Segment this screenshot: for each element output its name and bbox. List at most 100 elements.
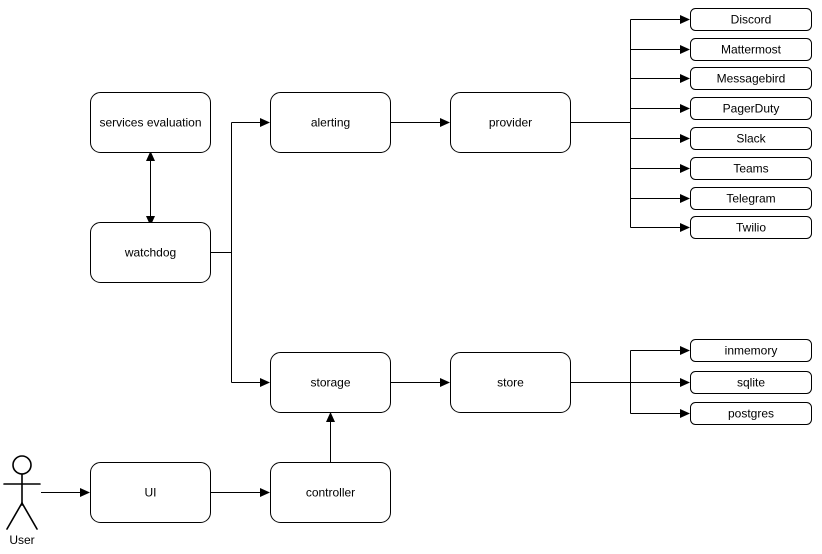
edge-watchdog-storage — [231, 378, 270, 387]
actor-user: User — [3, 455, 41, 547]
leaf-node-telegram[interactable]: Telegram — [690, 187, 812, 210]
leaf-node-slack-box[interactable] — [690, 127, 812, 150]
arrow-head-up-icon — [146, 151, 155, 161]
node-store[interactable]: store — [450, 352, 571, 413]
provider-list: Discord Mattermost Messagebird PagerDuty… — [690, 8, 812, 239]
node-controller-label: controller — [306, 486, 355, 500]
arrow-head-down-icon — [146, 216, 155, 226]
arrow-head-right-icon — [440, 378, 450, 387]
leaf-node-twilio[interactable]: Twilio — [690, 216, 812, 239]
leaf-node-messagebird[interactable]: Messagebird — [690, 67, 812, 90]
leaf-node-pagerduty[interactable]: PagerDuty — [690, 97, 812, 120]
leaf-node-pagerduty-label: PagerDuty — [723, 102, 780, 116]
node-services-evaluation-box[interactable] — [90, 92, 211, 153]
edge-watchdog-services-evaluation — [146, 151, 155, 226]
edge-store-sqlite — [630, 378, 690, 387]
leaf-node-teams[interactable]: Teams — [690, 157, 812, 180]
edge-provider-messagebird — [630, 74, 690, 83]
arrow-head-right-icon — [680, 409, 690, 418]
leaf-node-pagerduty-box[interactable] — [690, 97, 812, 120]
leaf-node-sqlite[interactable]: sqlite — [690, 371, 812, 394]
edge-watchdog-alerting — [231, 118, 270, 127]
node-provider-label: provider — [489, 116, 532, 130]
actor-head-icon — [12, 455, 32, 475]
node-storage-box[interactable] — [270, 352, 391, 413]
arrow-head-right-icon — [680, 223, 690, 232]
node-ui[interactable]: UI — [90, 462, 211, 523]
node-provider-box[interactable] — [450, 92, 571, 153]
node-watchdog-label: watchdog — [124, 246, 176, 260]
leaf-node-mattermost[interactable]: Mattermost — [690, 38, 812, 61]
node-store-box[interactable] — [450, 352, 571, 413]
edge-store-spine — [570, 350, 631, 414]
leaf-node-slack-label: Slack — [736, 132, 766, 146]
leaf-node-discord-box[interactable] — [690, 8, 812, 31]
node-controller-box[interactable] — [270, 462, 391, 523]
arrow-head-right-icon — [80, 488, 90, 497]
leaf-node-mattermost-box[interactable] — [690, 38, 812, 61]
edge-user-ui — [41, 488, 90, 497]
edge-provider-mattermost — [630, 45, 690, 54]
node-provider[interactable]: provider — [450, 92, 571, 153]
arrow-head-right-icon — [680, 378, 690, 387]
edge-watchdog-split — [210, 122, 232, 383]
leaf-node-sqlite-box[interactable] — [690, 371, 812, 394]
leaf-node-mattermost-label: Mattermost — [721, 43, 782, 57]
node-services-evaluation-label: services evaluation — [99, 116, 201, 130]
arrow-head-right-icon — [680, 45, 690, 54]
arrow-head-right-icon — [680, 134, 690, 143]
edge-provider-slack — [630, 134, 690, 143]
arrow-head-right-icon — [680, 104, 690, 113]
node-controller[interactable]: controller — [270, 462, 391, 523]
connector-layer — [41, 15, 690, 497]
leaf-node-teams-box[interactable] — [690, 157, 812, 180]
arrow-head-right-icon — [680, 15, 690, 24]
node-alerting-label: alerting — [311, 116, 350, 130]
node-storage-label: storage — [310, 376, 350, 390]
node-watchdog[interactable]: watchdog — [90, 222, 211, 283]
leaf-node-postgres-box[interactable] — [690, 402, 812, 425]
edge-store-postgres — [630, 409, 690, 418]
leaf-node-inmemory-box[interactable] — [690, 339, 812, 362]
actor-leg-left-icon — [6, 502, 23, 530]
edge-provider-twilio — [630, 223, 690, 232]
edge-provider-pagerduty — [630, 104, 690, 113]
arrow-head-right-icon — [260, 378, 270, 387]
leaf-node-sqlite-label: sqlite — [737, 376, 765, 390]
leaf-node-inmemory-label: inmemory — [725, 344, 778, 358]
arrow-head-right-icon — [680, 74, 690, 83]
edge-provider-spine — [570, 19, 631, 228]
node-services-evaluation[interactable]: services evaluation — [90, 92, 211, 153]
edge-store-inmemory — [630, 346, 690, 355]
edge-alerting-provider — [390, 118, 450, 127]
leaf-node-messagebird-label: Messagebird — [717, 72, 786, 86]
edge-provider-teams — [630, 164, 690, 173]
leaf-node-twilio-box[interactable] — [690, 216, 812, 239]
arrow-head-right-icon — [260, 118, 270, 127]
edge-provider-discord — [630, 15, 690, 24]
node-storage[interactable]: storage — [270, 352, 391, 413]
node-ui-label: UI — [145, 486, 157, 500]
leaf-node-discord[interactable]: Discord — [690, 8, 812, 31]
actor-user-label: User — [9, 533, 34, 547]
edge-controller-storage — [326, 412, 335, 463]
arrow-head-up-icon — [326, 412, 335, 422]
arrow-head-right-icon — [680, 194, 690, 203]
node-watchdog-box[interactable] — [90, 222, 211, 283]
leaf-node-inmemory[interactable]: inmemory — [690, 339, 812, 362]
leaf-node-messagebird-box[interactable] — [690, 67, 812, 90]
store-list: inmemory sqlite postgres — [690, 339, 812, 425]
leaf-node-postgres[interactable]: postgres — [690, 402, 812, 425]
edge-ui-controller — [210, 488, 270, 497]
node-alerting-box[interactable] — [270, 92, 391, 153]
leaf-node-slack[interactable]: Slack — [690, 127, 812, 150]
edge-storage-store — [390, 378, 450, 387]
node-store-label: store — [497, 376, 524, 390]
node-ui-box[interactable] — [90, 462, 211, 523]
leaf-node-telegram-box[interactable] — [690, 187, 812, 210]
node-alerting[interactable]: alerting — [270, 92, 391, 153]
arrow-head-right-icon — [680, 164, 690, 173]
arrow-head-right-icon — [440, 118, 450, 127]
